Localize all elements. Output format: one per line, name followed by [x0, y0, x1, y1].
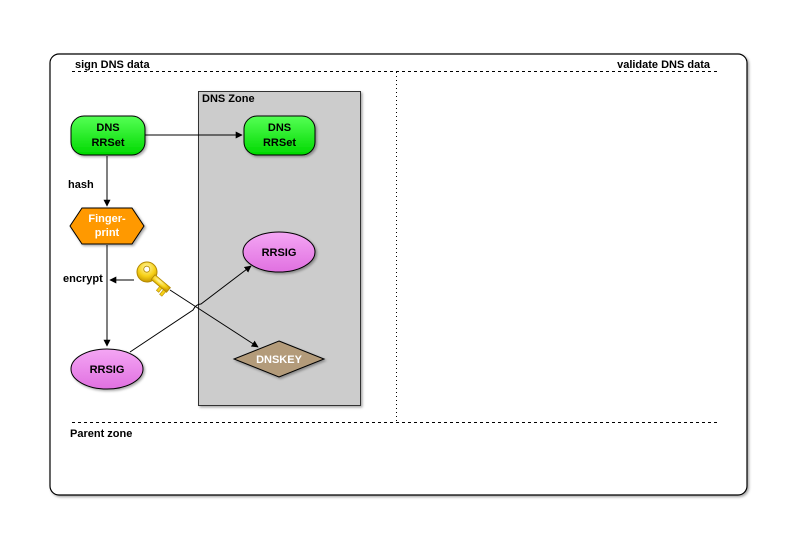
edge-rrsig-to-zone [129, 265, 252, 353]
sign-label: sign DNS data [75, 59, 150, 71]
edge-key-to-dnskey [169, 289, 259, 348]
fingerprint-node: Finger- print [69, 207, 145, 245]
encrypt-label: encrypt [63, 273, 103, 285]
svg-text:print: print [95, 227, 120, 239]
svg-text:RRSIG: RRSIG [90, 364, 125, 376]
key-icon [136, 261, 171, 297]
svg-text:RRSIG: RRSIG [262, 247, 297, 259]
svg-text:DNS: DNS [268, 122, 291, 134]
svg-text:Finger-: Finger- [88, 213, 126, 225]
rrset-source-node: DNS RRSet [70, 115, 146, 156]
svg-text:DNSKEY: DNSKEY [256, 354, 303, 366]
svg-text:DNS: DNS [96, 122, 119, 134]
validate-label: validate DNS data [617, 59, 711, 71]
rrsig-source-node: RRSIG [70, 348, 144, 390]
svg-text:RRSet: RRSet [263, 137, 296, 149]
svg-text:RRSet: RRSet [91, 137, 124, 149]
rrsig-zone-node: RRSIG [242, 231, 316, 273]
rrset-zone-node: DNS RRSet [243, 115, 316, 156]
hash-label: hash [68, 179, 94, 191]
dns-zone-label: DNS Zone [202, 93, 255, 105]
parent-zone-label: Parent zone [70, 428, 132, 440]
dnskey-node: DNSKEY [232, 340, 326, 378]
